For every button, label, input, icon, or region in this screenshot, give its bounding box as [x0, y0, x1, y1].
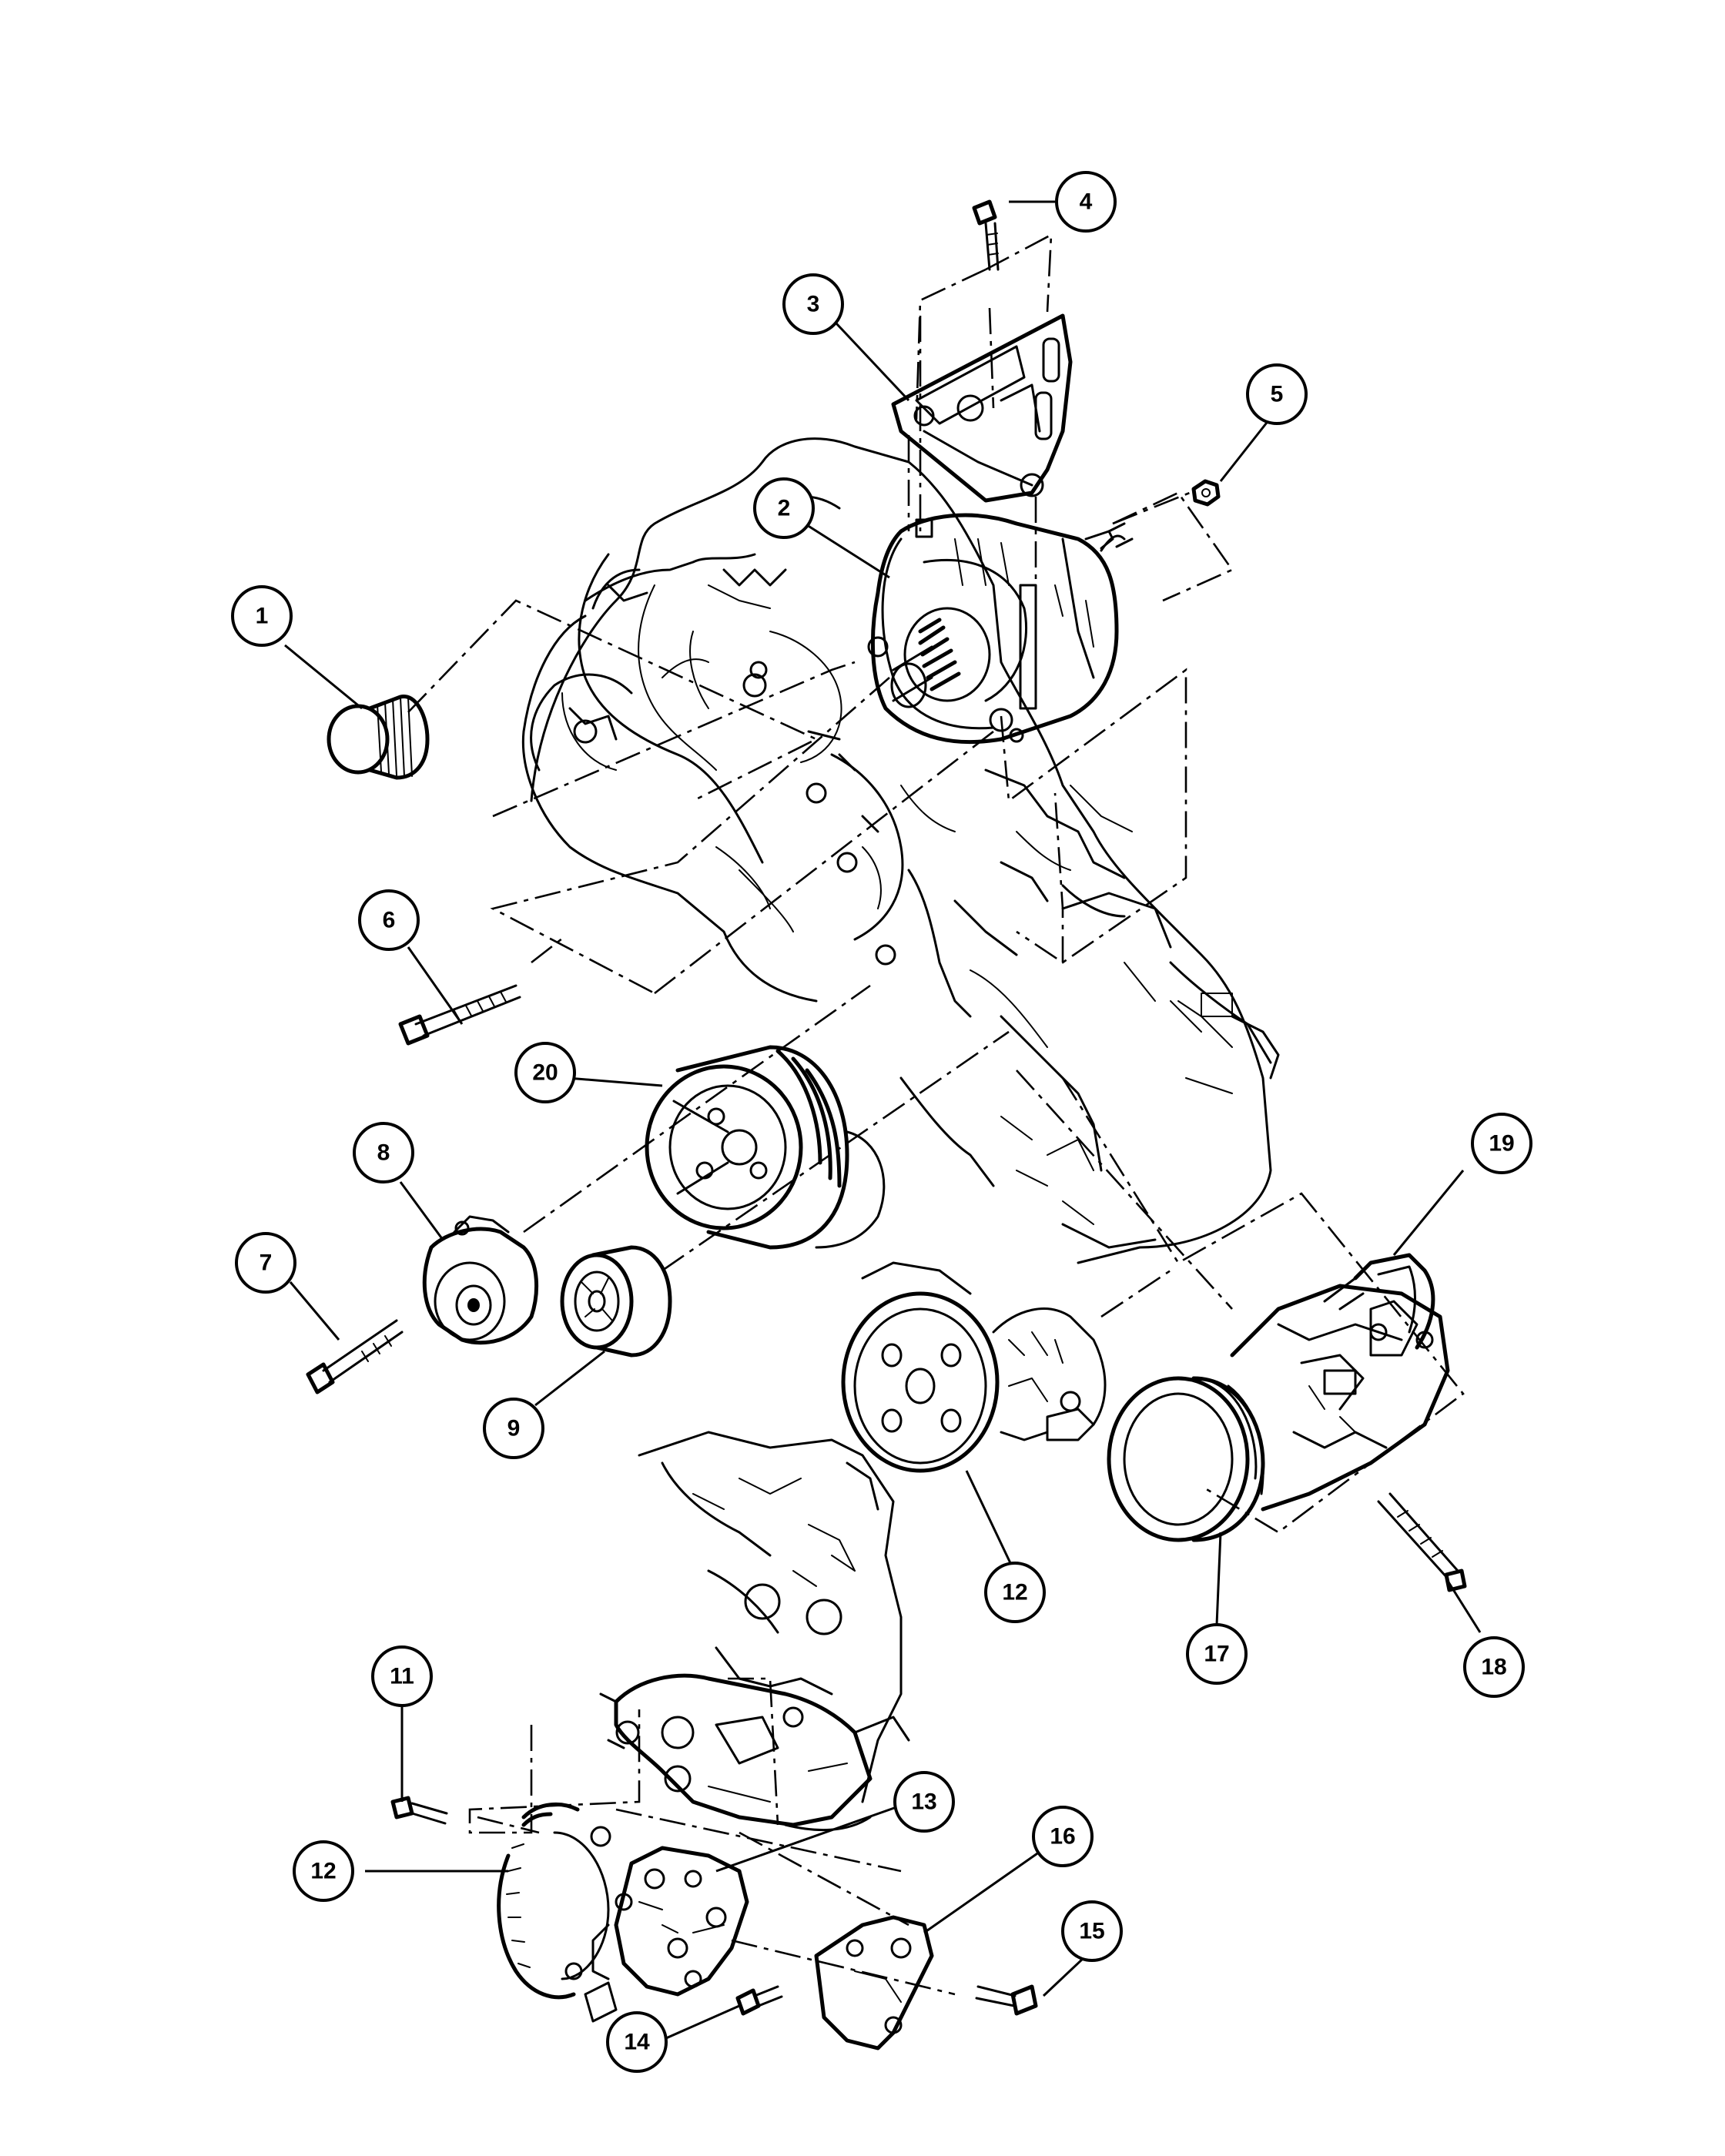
nut-5 — [1191, 479, 1221, 507]
callout-16: 16 — [1032, 1806, 1094, 1867]
bolt-15 — [975, 1984, 1038, 2016]
callout-14: 14 — [606, 2011, 668, 2073]
power-steering-pump-pulley — [841, 1261, 1107, 1473]
callout-17: 17 — [1186, 1623, 1248, 1685]
svg-text:8: 8 — [377, 1140, 390, 1166]
callout-5: 5 — [1246, 363, 1308, 425]
leader-lines — [284, 200, 1482, 2040]
svg-text:7: 7 — [260, 1250, 273, 1276]
callout-20: 20 — [514, 1042, 576, 1103]
svg-text:16: 16 — [1050, 1824, 1075, 1850]
bolt-4 — [972, 199, 1000, 271]
callout-12-upper: 12 — [984, 1562, 1046, 1623]
belt-tensioner — [422, 1215, 539, 1345]
bolt-18 — [1377, 1492, 1467, 1592]
lower-ps-pump — [584, 1846, 749, 2023]
callout-18: 18 — [1463, 1636, 1525, 1698]
svg-text:1: 1 — [256, 604, 269, 629]
svg-text:9: 9 — [507, 1416, 521, 1441]
svg-text:20: 20 — [532, 1060, 558, 1086]
ac-compressor — [1107, 1253, 1450, 1542]
bolt-14 — [735, 1985, 783, 2016]
svg-text:14: 14 — [624, 2030, 650, 2055]
svg-text:6: 6 — [383, 908, 396, 933]
svg-text:19: 19 — [1489, 1131, 1514, 1157]
callout-11: 11 — [371, 1645, 433, 1707]
bolt-6 — [398, 984, 521, 1046]
svg-text:17: 17 — [1204, 1642, 1229, 1667]
svg-text:3: 3 — [807, 292, 820, 317]
callout-8: 8 — [353, 1122, 414, 1183]
svg-text:18: 18 — [1481, 1655, 1506, 1680]
lower-ps-pulley — [497, 1802, 633, 2000]
engine-front-cover — [521, 437, 1280, 1264]
svg-text:13: 13 — [911, 1789, 936, 1815]
callout-9: 9 — [483, 1398, 544, 1459]
alternator-bracket — [891, 313, 1073, 503]
svg-text:12: 12 — [1002, 1580, 1027, 1605]
callout-13: 13 — [893, 1771, 955, 1833]
crankshaft-damper — [645, 1045, 886, 1250]
callout-19: 19 — [1471, 1113, 1532, 1174]
svg-text:4: 4 — [1080, 189, 1093, 215]
callout-4: 4 — [1055, 171, 1117, 233]
callout-3: 3 — [782, 273, 844, 335]
callout-1: 1 — [231, 585, 293, 647]
callout-12-lower: 12 — [293, 1840, 354, 1902]
callout-7: 7 — [235, 1232, 296, 1294]
callout-6: 6 — [358, 889, 420, 951]
ps-pump-bracket — [814, 1915, 934, 2051]
svg-text:2: 2 — [778, 496, 791, 521]
idler-pulley — [560, 1245, 672, 1358]
svg-text:5: 5 — [1271, 382, 1284, 407]
assembly-guide-lines — [407, 233, 1465, 1996]
alternator — [867, 513, 1134, 745]
svg-text:11: 11 — [390, 1664, 414, 1689]
callout-15: 15 — [1061, 1900, 1123, 1962]
svg-text:15: 15 — [1079, 1919, 1104, 1944]
bolt-7 — [306, 1319, 404, 1394]
callout-2: 2 — [753, 477, 815, 539]
lower-engine-block — [599, 1431, 910, 1831]
svg-text:12: 12 — [310, 1859, 336, 1884]
